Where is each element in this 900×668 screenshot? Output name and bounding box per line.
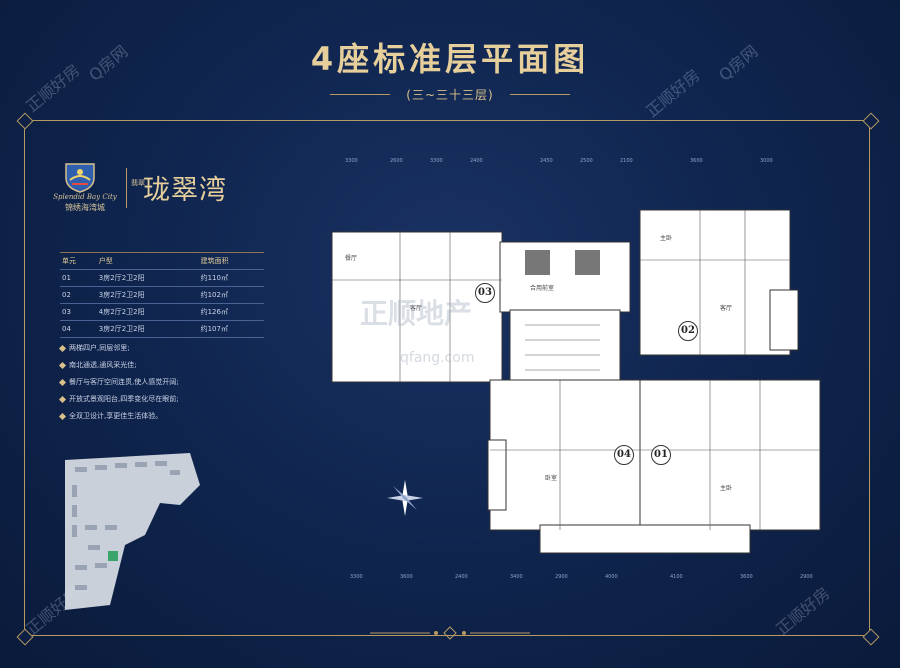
feature-text: 全双卫设计,享更佳生活体验。 bbox=[69, 412, 163, 420]
room-label: 客厅 bbox=[410, 304, 422, 312]
table-cell-unit: 03 bbox=[60, 303, 97, 321]
dimension-label: 3300 bbox=[430, 158, 443, 164]
floor-plan: 餐厅 客厅 主卧 客厅 卧室 主卧 合用前室 bbox=[331, 209, 821, 554]
elevator-core bbox=[499, 241, 631, 313]
list-item: 全双卫设计,享更佳生活体验。 bbox=[58, 411, 260, 421]
list-item: 南北通透,通风采光佳; bbox=[58, 360, 260, 370]
dimension-label: 2400 bbox=[470, 158, 483, 164]
table-cell-area: 约107㎡ bbox=[198, 320, 264, 338]
table-header-cell: 户型 bbox=[96, 252, 199, 270]
bullet-icon bbox=[58, 344, 67, 352]
list-item: 开放式景观阳台,四季变化尽在眼前; bbox=[58, 394, 260, 404]
table-cell-unit: 01 bbox=[60, 269, 97, 287]
page-title: 4座标准层平面图 bbox=[310, 40, 590, 78]
site-plan-map bbox=[65, 453, 200, 610]
brand-divider bbox=[126, 168, 127, 208]
dimension-label: 3300 bbox=[345, 158, 358, 164]
unit-label-02: 02 bbox=[678, 321, 698, 341]
dimension-label: 4100 bbox=[670, 574, 683, 580]
dimension-label: 3600 bbox=[740, 574, 753, 580]
unit-table-header-row: 单元 户型 建筑面积 bbox=[60, 252, 264, 270]
table-cell-unit: 02 bbox=[60, 286, 97, 304]
dimension-label: 3000 bbox=[760, 158, 773, 164]
balcony-shape bbox=[539, 524, 751, 554]
room-label: 卧室 bbox=[545, 474, 557, 482]
dimension-label: 3600 bbox=[690, 158, 703, 164]
list-item: 餐厅与客厅空间连贯,使人感觉开阔; bbox=[58, 377, 260, 387]
ornament-icon bbox=[370, 626, 530, 640]
subtitle-divider-right bbox=[510, 94, 570, 95]
table-row: 03 4房2厅2卫2阳 约126㎡ bbox=[60, 303, 264, 321]
unit-label-03: 03 bbox=[475, 283, 495, 303]
table-header-cell: 单元 bbox=[60, 252, 97, 270]
dimension-label: 2600 bbox=[390, 158, 403, 164]
table-row: 01 3房2厅2卫2阳 约110㎡ bbox=[60, 269, 264, 287]
unit-02-outline bbox=[639, 209, 791, 356]
feature-text: 南北通透,通风采光佳; bbox=[69, 361, 137, 369]
unit-03-outline bbox=[331, 231, 503, 383]
table-cell-layout: 3房2厅2卫2阳 bbox=[96, 286, 199, 304]
feature-text: 开放式景观阳台,四季变化尽在眼前; bbox=[69, 395, 179, 403]
room-label: 主卧 bbox=[720, 484, 732, 492]
feature-text: 餐厅与客厅空间连贯,使人感觉开阔; bbox=[69, 378, 179, 386]
bullet-icon bbox=[58, 412, 67, 420]
dimension-label: 4000 bbox=[605, 574, 618, 580]
dimension-label: 2500 bbox=[580, 158, 593, 164]
table-row: 04 3房2厅2卫2阳 约107㎡ bbox=[60, 320, 264, 338]
brand-small-mark: 翡翠 bbox=[131, 179, 145, 187]
room-label: 餐厅 bbox=[345, 254, 357, 262]
dimension-label: 2450 bbox=[540, 158, 553, 164]
dimension-label: 2900 bbox=[800, 574, 813, 580]
dimension-label: 2100 bbox=[620, 158, 633, 164]
dimension-label: 3400 bbox=[510, 574, 523, 580]
brand-name: 珑翠湾 bbox=[143, 175, 227, 206]
table-cell-area: 约126㎡ bbox=[198, 303, 264, 321]
logo-english-text: Splendid Bay City bbox=[53, 193, 117, 201]
table-cell-layout: 3房2厅2卫2阳 bbox=[96, 269, 199, 287]
dimension-label: 2900 bbox=[555, 574, 568, 580]
bullet-icon bbox=[58, 395, 67, 403]
table-cell-layout: 4房2厅2卫2阳 bbox=[96, 303, 199, 321]
watermark-url: qfang.com bbox=[400, 350, 475, 366]
unit-label-01: 01 bbox=[651, 445, 671, 465]
dimension-label: 3600 bbox=[400, 574, 413, 580]
feature-text: 两梯四户,同层邻里; bbox=[69, 344, 130, 352]
room-label: 主卧 bbox=[660, 234, 672, 242]
stair-core bbox=[509, 309, 621, 391]
unit-label-04: 04 bbox=[614, 445, 634, 465]
logo-chinese-text: 锦绣海湾城 bbox=[65, 203, 105, 212]
table-cell-area: 约110㎡ bbox=[198, 269, 264, 287]
table-header-cell: 建筑面积 bbox=[198, 252, 264, 270]
room-label: 合用前室 bbox=[530, 284, 554, 292]
table-row: 02 3房2厅2卫2阳 约102㎡ bbox=[60, 286, 264, 304]
subtitle-divider-left bbox=[330, 94, 390, 95]
balcony-shape bbox=[487, 439, 507, 511]
shield-logo-icon bbox=[65, 163, 95, 193]
table-cell-area: 约102㎡ bbox=[198, 286, 264, 304]
dimension-label: 3300 bbox=[350, 574, 363, 580]
page-subtitle: (三~三十三层) bbox=[406, 88, 494, 102]
bullet-icon bbox=[58, 361, 67, 369]
room-label: 客厅 bbox=[720, 304, 732, 312]
table-cell-layout: 3房2厅2卫2阳 bbox=[96, 320, 199, 338]
feature-list: 两梯四户,同层邻里; 南北通透,通风采光佳; 餐厅与客厅空间连贯,使人感觉开阔;… bbox=[58, 343, 260, 428]
table-cell-unit: 04 bbox=[60, 320, 97, 338]
bullet-icon bbox=[58, 378, 67, 386]
balcony-shape bbox=[769, 289, 799, 351]
dimension-label: 2400 bbox=[455, 574, 468, 580]
list-item: 两梯四户,同层邻里; bbox=[58, 343, 260, 353]
watermark-center: 正顺地产 bbox=[360, 297, 473, 330]
compass-icon bbox=[387, 480, 423, 516]
unit-table: 单元 户型 建筑面积 01 3房2厅2卫2阳 约110㎡ 02 3房2厅2卫2阳… bbox=[60, 252, 264, 338]
